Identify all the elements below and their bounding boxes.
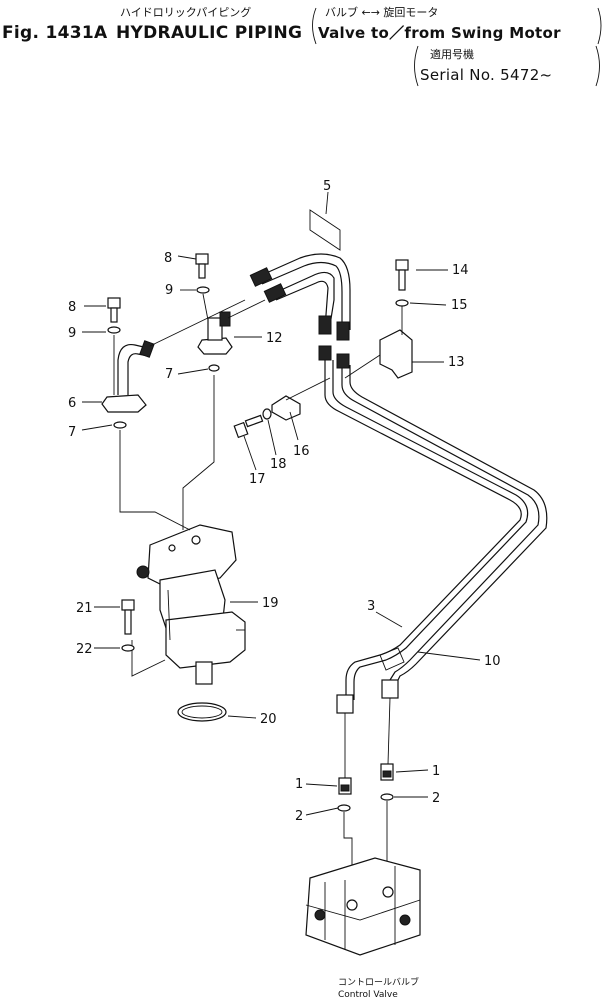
callout-3: 3 bbox=[367, 599, 375, 614]
elbow-12 bbox=[197, 299, 266, 355]
bolt-21-washer-22 bbox=[121, 599, 135, 652]
callout-10: 10 bbox=[484, 654, 501, 669]
paren-jp: バルブ ←→ 旋回モータ bbox=[325, 5, 438, 19]
header: ハイドロリックパイピング バルブ ←→ 旋回モータ Fig. 1431A HYD… bbox=[2, 5, 602, 87]
callout-21: 21 bbox=[76, 601, 93, 616]
serial-en: Serial No. 5472~ bbox=[420, 66, 552, 84]
callout-7-upper: 7 bbox=[165, 367, 173, 382]
callout-9-lower: 9 bbox=[68, 326, 76, 341]
fig-label: Fig. 1431A bbox=[2, 23, 108, 43]
tube-3-and-10 bbox=[318, 345, 548, 714]
swing-motor-19 bbox=[119, 375, 246, 685]
fittings-1-orings-2 bbox=[337, 697, 394, 880]
o-ring-20-inner bbox=[181, 705, 223, 719]
serial-bracket-left bbox=[414, 45, 419, 87]
callout-9-upper: 9 bbox=[165, 283, 173, 298]
paren-en: Valve to／from Swing Motor bbox=[318, 24, 561, 42]
callout-19: 19 bbox=[262, 596, 279, 611]
callout-22: 22 bbox=[76, 642, 93, 657]
leader-lines bbox=[81, 191, 481, 816]
callout-2-right: 2 bbox=[432, 791, 440, 806]
callout-16: 16 bbox=[293, 444, 310, 459]
callout-1-left: 1 bbox=[295, 777, 303, 792]
clamp-16-group bbox=[233, 377, 331, 439]
callout-8-lower: 8 bbox=[68, 300, 76, 315]
callout-14: 14 bbox=[452, 263, 469, 278]
callout-1-right: 1 bbox=[432, 764, 440, 779]
callout-5: 5 bbox=[323, 179, 331, 194]
callout-18: 18 bbox=[270, 457, 287, 472]
callout-numbers: 5 8 9 8 9 6 7 7 12 14 15 13 16 17 18 19 … bbox=[68, 179, 501, 824]
bracket-right bbox=[597, 7, 602, 45]
control-valve-label-en: Control Valve bbox=[338, 990, 398, 1000]
callout-12: 12 bbox=[266, 331, 283, 346]
callout-2-left: 2 bbox=[295, 809, 303, 824]
callout-7-lower: 7 bbox=[68, 425, 76, 440]
elbow-6 bbox=[101, 299, 246, 413]
bracket-left bbox=[312, 7, 317, 45]
callout-6: 6 bbox=[68, 396, 76, 411]
title-jp: ハイドロリックパイピング bbox=[120, 5, 251, 19]
callout-20: 20 bbox=[260, 712, 277, 727]
callout-8-upper: 8 bbox=[164, 251, 172, 266]
control-valve: コントロールバルブ Control Valve bbox=[305, 857, 421, 1000]
serial-jp: 適用号機 bbox=[430, 47, 474, 61]
hose-5 bbox=[249, 209, 351, 341]
bracket-13-group bbox=[344, 259, 413, 379]
serial-bracket-right bbox=[595, 45, 600, 87]
callout-13: 13 bbox=[448, 355, 465, 370]
title-en: HYDRAULIC PIPING bbox=[116, 23, 302, 43]
callout-17: 17 bbox=[249, 472, 266, 487]
control-valve-label-jp: コントロールバルブ bbox=[338, 976, 419, 988]
callout-15: 15 bbox=[451, 298, 468, 313]
bolts-8-washers-9 bbox=[107, 253, 220, 429]
